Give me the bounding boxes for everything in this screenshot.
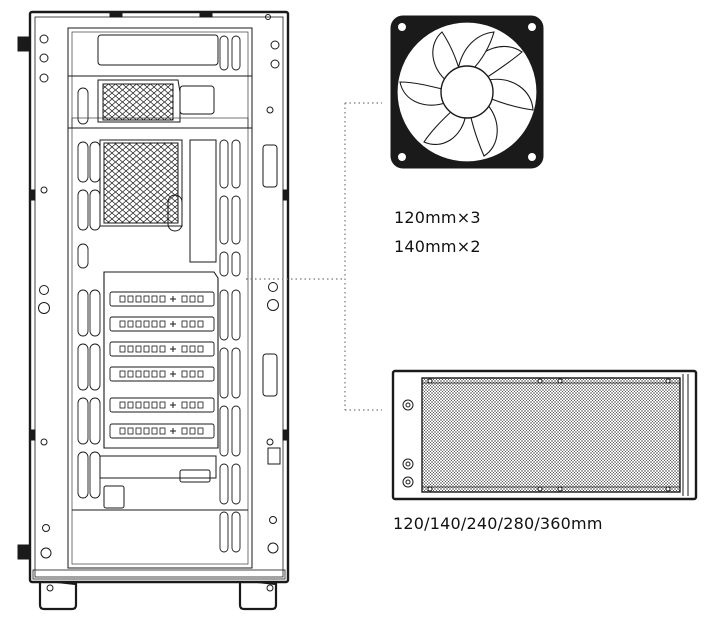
leader-lines: [246, 102, 382, 411]
fan-spec-140: 140mm×2: [394, 237, 481, 256]
radiator-icon: [391, 369, 698, 501]
pc-case: [17, 10, 290, 611]
fan-spec-120: 120mm×3: [394, 208, 481, 227]
fan-icon: [390, 15, 544, 169]
radiator-spec: 120/140/240/280/360mm: [393, 514, 603, 533]
